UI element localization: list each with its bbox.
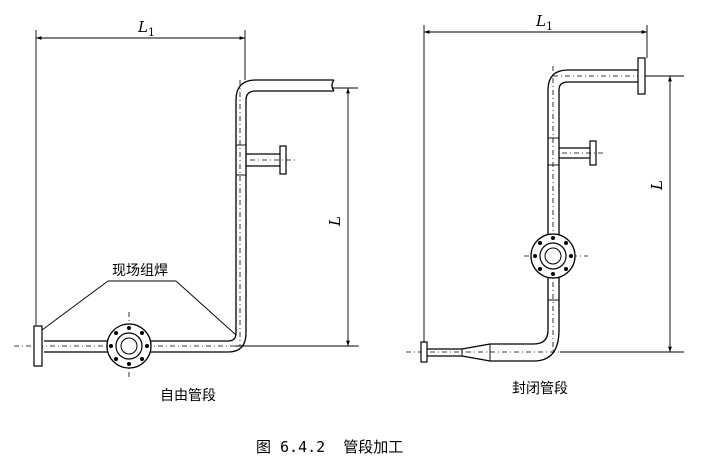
left-l1-label: L1 [137,18,155,39]
left-round-flange [106,323,152,369]
right-side-branch [559,140,604,166]
left-diagram: L1 L [14,18,360,404]
left-vertical-pipe [235,79,335,333]
left-caption: 自由管段 [160,388,216,404]
left-callout: 现场组焊 [41,263,237,336]
right-caption: 封闭管段 [512,381,568,397]
right-top-flange [637,57,646,95]
right-round-flange [530,233,576,279]
right-l1-label: L1 [535,12,553,33]
right-vertical-pipe [547,69,638,330]
right-diagram: L1 L [406,12,684,397]
figure-caption: 图 6.4.2 管段加工 [256,438,403,456]
right-l-label: L [648,180,666,191]
right-bottom-pipe [420,329,560,363]
left-end-flange [33,325,43,367]
left-side-branch [246,145,296,175]
left-l-label: L [326,216,344,227]
field-weld-callout: 现场组焊 [112,263,168,279]
